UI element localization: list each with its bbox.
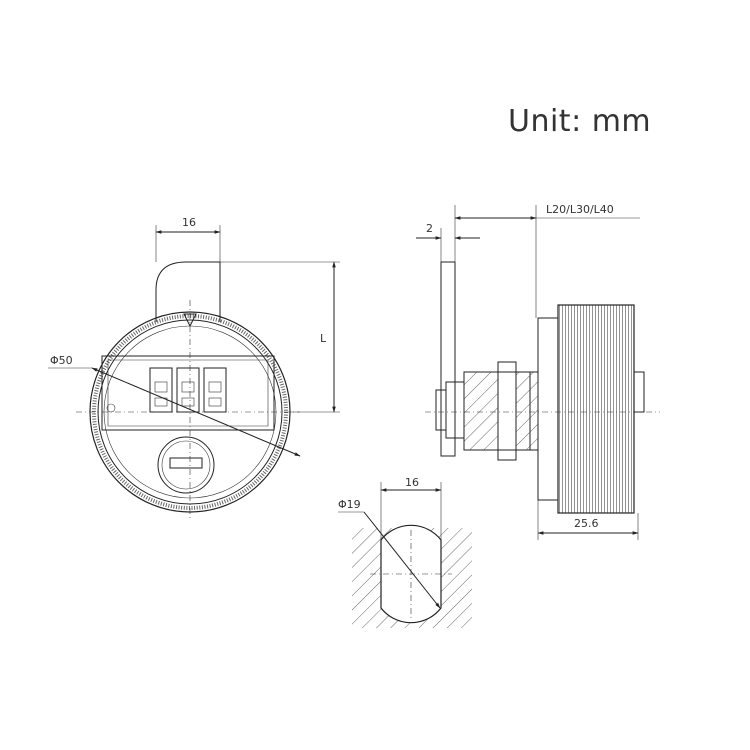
dim-front-diameter: Φ50 xyxy=(50,354,73,367)
dim-side-length: L20/L30/L40 xyxy=(546,203,614,216)
window-housing xyxy=(101,355,275,431)
dial-side-knurl xyxy=(557,304,635,514)
hex-nut xyxy=(497,361,517,461)
dim-side-plate: 2 xyxy=(426,222,433,235)
dim-front-width: 16 xyxy=(182,216,196,229)
side-view: L20/L30/L40 2 25.6 xyxy=(416,203,660,540)
unit-label: Unit: mm xyxy=(508,104,652,139)
cam-arm xyxy=(155,261,221,322)
cam-plate xyxy=(440,261,456,457)
front-view: 16 L Φ50 xyxy=(48,216,340,520)
key-cylinder xyxy=(157,436,215,494)
cutout-detail: 16 Φ19 xyxy=(338,476,472,628)
keyway xyxy=(169,457,203,469)
dim-side-depth: 25.6 xyxy=(574,517,599,530)
dim-cutout-diameter: Φ19 xyxy=(338,498,361,511)
number-wheels xyxy=(149,367,227,413)
dim-cutout-width: 16 xyxy=(405,476,419,489)
dim-front-height: L xyxy=(320,332,327,345)
